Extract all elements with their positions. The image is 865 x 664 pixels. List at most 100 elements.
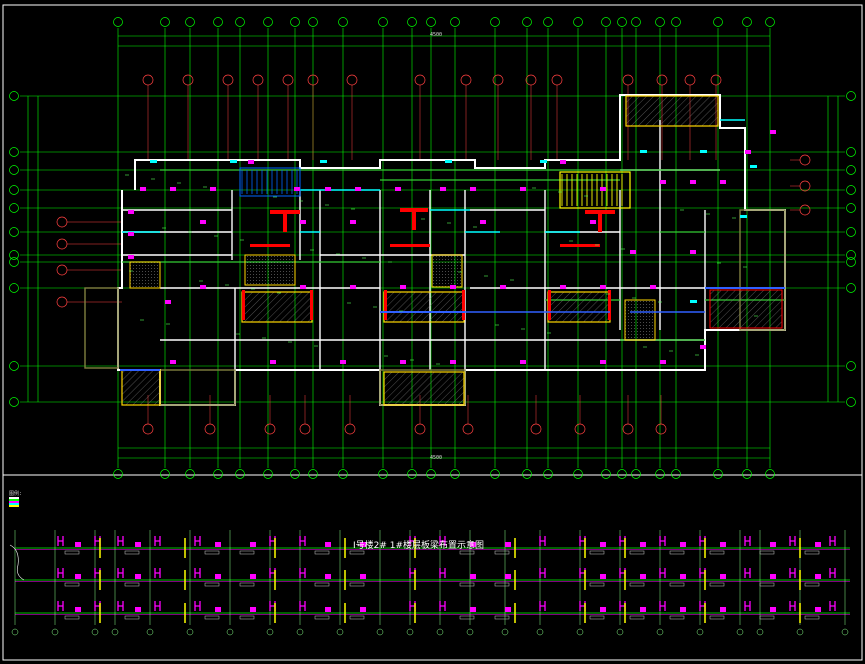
beam-tag xyxy=(459,582,475,587)
beam-block xyxy=(135,574,141,579)
hatched-room xyxy=(547,291,611,323)
beam-block xyxy=(250,542,256,547)
beam-tag xyxy=(64,550,80,555)
beam-tag xyxy=(239,550,255,555)
axis-bubble-bottom xyxy=(407,469,417,479)
beam-block xyxy=(215,574,221,579)
beam-marker xyxy=(128,232,134,236)
core-wall xyxy=(384,290,387,320)
axis-bubble-bottom xyxy=(655,469,665,479)
axis-bubble-left xyxy=(9,185,19,195)
axis-bubble-bottom xyxy=(290,469,300,479)
strip-bubble xyxy=(406,628,414,636)
beam-block xyxy=(250,607,256,612)
column-marker xyxy=(640,150,647,153)
column-marker xyxy=(690,300,697,303)
h-beam-symbol xyxy=(789,601,796,611)
axis-bubble-right xyxy=(846,165,856,175)
beam-block xyxy=(720,574,726,579)
strip-bubble xyxy=(536,628,544,636)
h-beam-symbol xyxy=(194,601,201,611)
core-wall xyxy=(310,290,313,320)
legend-row xyxy=(9,501,22,503)
beam-marker xyxy=(440,187,446,191)
beam-tag xyxy=(494,550,510,555)
beam-block xyxy=(770,574,776,579)
beam-block xyxy=(360,574,366,579)
axis-bubble-top xyxy=(765,17,775,27)
axis-bubble-top xyxy=(263,17,273,27)
beam-block xyxy=(325,542,331,547)
beam-marker xyxy=(630,250,636,254)
beam-marker xyxy=(690,250,696,254)
axis-bubble-top xyxy=(573,17,583,27)
beam-marker xyxy=(520,360,526,364)
core-wall xyxy=(548,290,551,320)
column-marker xyxy=(230,160,237,163)
h-beam-symbol xyxy=(659,568,666,578)
axis-bubble-bottom xyxy=(338,469,348,479)
beam-tag xyxy=(124,615,140,620)
axis-bubble-right xyxy=(846,250,856,260)
axis-bubble-top xyxy=(617,17,627,27)
axis-bubble-top xyxy=(235,17,245,27)
beam-block xyxy=(600,607,606,612)
h-beam-symbol xyxy=(194,568,201,578)
hatched-room xyxy=(383,291,465,323)
beam-marker xyxy=(140,187,146,191)
beam-marker xyxy=(170,360,176,364)
beam-marker xyxy=(200,220,206,224)
strip-bubble xyxy=(756,628,764,636)
axis-bubble-left xyxy=(9,361,19,371)
axis-bubble-top xyxy=(450,17,460,27)
beam-block xyxy=(505,542,511,547)
beam-tag xyxy=(709,550,725,555)
dotted-room xyxy=(624,299,656,341)
column-marker xyxy=(750,165,757,168)
axis-bubble-top xyxy=(113,17,123,27)
column-marker xyxy=(540,160,547,163)
axis-bubble-bottom xyxy=(426,469,436,479)
axis-bubble-bottom xyxy=(631,469,641,479)
axis-bubble-bottom xyxy=(713,469,723,479)
beam-block xyxy=(215,542,221,547)
h-beam-symbol xyxy=(154,568,161,578)
axis-bubble-bottom xyxy=(235,469,245,479)
axis-bubble-bottom xyxy=(543,469,553,479)
beam-block xyxy=(640,574,646,579)
beam-tag xyxy=(589,582,605,587)
beam-tag xyxy=(804,582,820,587)
axis-bubble-bottom xyxy=(671,469,681,479)
axis-bubble-bottom xyxy=(490,469,500,479)
axis-bubble-right xyxy=(846,147,856,157)
strip-bubble xyxy=(736,628,744,636)
legend-swatch xyxy=(9,505,19,507)
strip-bubble xyxy=(656,628,664,636)
axis-bubble-right xyxy=(846,257,856,267)
strip-bubble xyxy=(501,628,509,636)
axis-bubble-top xyxy=(601,17,611,27)
axis-bubble-left xyxy=(9,250,19,260)
axis-bubble-top xyxy=(713,17,723,27)
h-beam-symbol xyxy=(539,568,546,578)
axis-bubble-bottom xyxy=(450,469,460,479)
axis-bubble-right xyxy=(846,361,856,371)
beam-marker xyxy=(560,285,566,289)
strip-bubble xyxy=(841,628,849,636)
stair-left xyxy=(239,167,301,197)
axis-bubble-top xyxy=(426,17,436,27)
axis-bubble-bottom xyxy=(308,469,318,479)
h-beam-symbol xyxy=(117,536,124,546)
beam-block xyxy=(680,607,686,612)
axis-bubble-left xyxy=(9,227,19,237)
beam-tag xyxy=(759,615,775,620)
top-dimension: 4500 xyxy=(430,32,443,38)
beam-marker xyxy=(600,360,606,364)
beam-tag xyxy=(494,582,510,587)
beam-marker xyxy=(500,285,506,289)
axis-bubble-bottom xyxy=(263,469,273,479)
axis-bubble-right xyxy=(846,203,856,213)
beam-block xyxy=(770,607,776,612)
h-beam-symbol xyxy=(117,601,124,611)
beam-marker xyxy=(210,187,216,191)
